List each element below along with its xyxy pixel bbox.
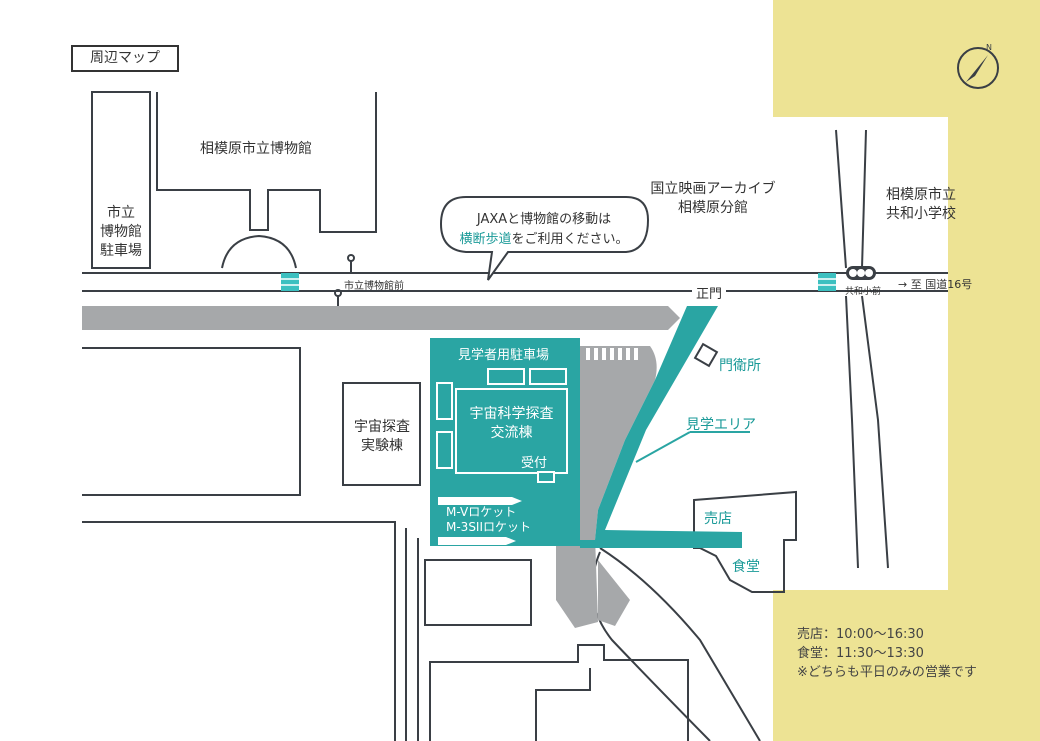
exchange-line1: 宇宙科学探査 bbox=[469, 406, 554, 422]
guard-house-building bbox=[693, 342, 719, 368]
road-band bbox=[82, 306, 680, 330]
museum-building bbox=[156, 92, 377, 233]
guard-house-label: 門衛所 bbox=[719, 358, 761, 374]
school-label: 相模原市立 共和小学校 bbox=[876, 186, 966, 224]
museum-parking-building bbox=[91, 91, 151, 269]
shop-label: 売店 bbox=[704, 511, 732, 527]
callout-line1: JAXAと博物館の移動は bbox=[476, 212, 612, 227]
crosswalk-icon bbox=[281, 273, 836, 291]
bus-stop-icon bbox=[334, 254, 355, 306]
exploration-lab-line1: 宇宙探査 bbox=[354, 419, 410, 435]
museum-parking-line2: 博物館 bbox=[100, 224, 142, 240]
tour-path bbox=[580, 306, 742, 548]
museum-label: 相模原市立博物館 bbox=[200, 141, 312, 157]
rocket-m3s2-label: M-3SIIロケット bbox=[446, 520, 532, 534]
hours-note: ※どちらも平日のみの営業です bbox=[797, 665, 977, 680]
intersection-label: 共和小前 bbox=[845, 287, 882, 297]
rocket-icon bbox=[438, 497, 522, 545]
main-gate-label: 正門 bbox=[692, 283, 727, 302]
callout-highlight: 横断歩道 bbox=[459, 232, 512, 247]
tour-area-label: 見学エリア bbox=[686, 417, 756, 433]
callout-bubble bbox=[439, 196, 650, 281]
exploration-lab-line2: 実験棟 bbox=[361, 438, 403, 454]
film-archive-line1: 国立映画アーカイブ bbox=[650, 181, 776, 197]
gray-small bbox=[598, 560, 630, 626]
rocket-mv-label: M-Vロケット bbox=[446, 505, 517, 519]
exploration-lab-label: 宇宙探査 実験棟 bbox=[347, 418, 417, 456]
callout-text: JAXAと博物館の移動は 横断歩道をご利用ください。 bbox=[441, 197, 647, 255]
film-archive-label: 国立映画アーカイブ 相模原分館 bbox=[648, 180, 778, 218]
svg-text:N: N bbox=[986, 43, 992, 52]
exchange-building-label: 宇宙科学探査 交流棟 bbox=[456, 405, 567, 443]
reception-label: 受付 bbox=[521, 456, 548, 471]
school-line2: 共和小学校 bbox=[886, 206, 956, 222]
museum-parking-label: 市立 博物館 駐車場 bbox=[97, 204, 145, 261]
callout-rest: をご利用ください。 bbox=[511, 232, 629, 247]
compass-north-icon: N bbox=[957, 43, 999, 89]
gray-island bbox=[556, 536, 598, 628]
map-title: 周辺マップ bbox=[71, 45, 179, 72]
yellow-band bbox=[773, 0, 1040, 741]
hours-shop: 売店：10:00〜16:30 bbox=[797, 627, 924, 642]
museum-parking-line1: 市立 bbox=[107, 205, 135, 221]
museum-parking-line3: 駐車場 bbox=[100, 243, 142, 259]
gray-strip bbox=[580, 346, 657, 540]
visitor-parking-label: 見学者用駐車場 bbox=[458, 348, 550, 363]
callout-line2: 横断歩道をご利用ください。 bbox=[441, 228, 647, 247]
bus-stop-label: 市立博物館前 bbox=[344, 281, 404, 292]
exchange-line2: 交流棟 bbox=[490, 425, 533, 441]
school-line1: 相模原市立 bbox=[886, 187, 956, 203]
hours-info: 売店：10:00〜16:30 食堂：11:30〜13:30 ※どちらも平日のみの… bbox=[797, 625, 977, 682]
traffic-light-icon bbox=[846, 266, 876, 280]
cafeteria-label: 食堂 bbox=[732, 559, 760, 575]
exploration-lab-building bbox=[342, 382, 421, 486]
route16-label: → 至 国道16号 bbox=[898, 278, 973, 291]
film-archive-line2: 相模原分館 bbox=[678, 200, 748, 216]
exchange-building bbox=[455, 388, 568, 474]
hours-cafeteria: 食堂：11:30〜13:30 bbox=[797, 646, 924, 661]
